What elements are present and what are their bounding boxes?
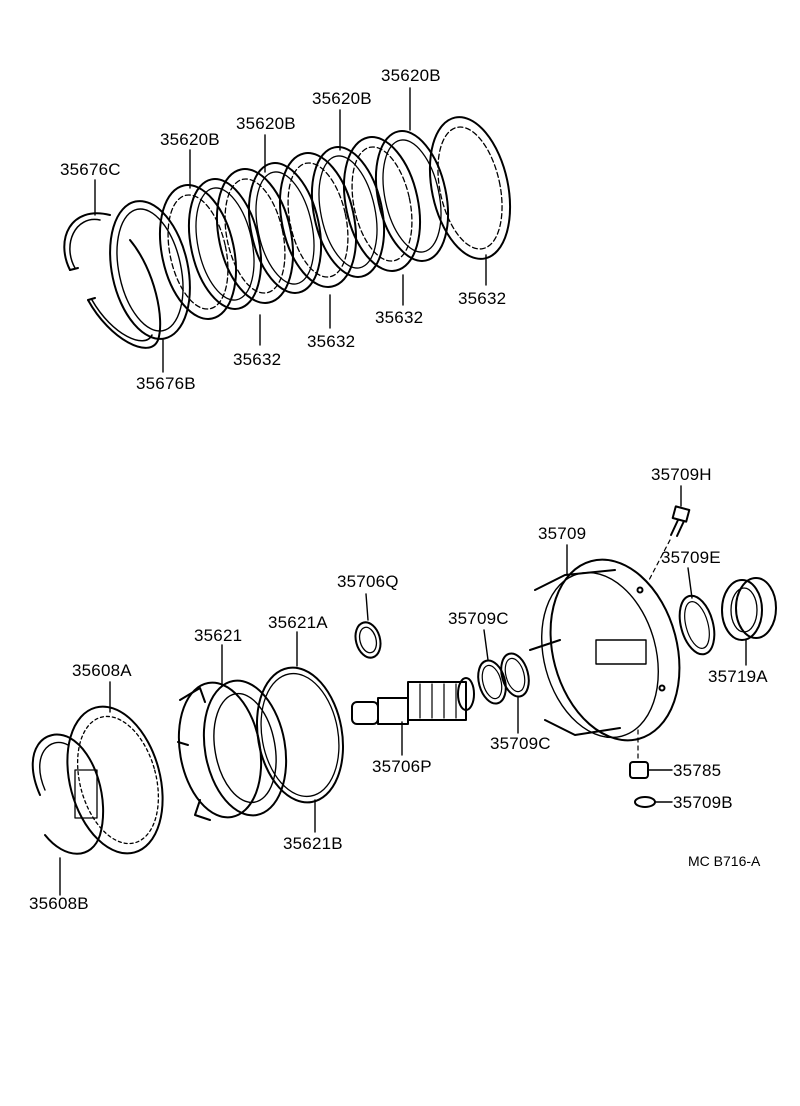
label-35621b: 35621B (283, 834, 343, 853)
label-35620b-1: 35620B (160, 130, 220, 149)
upper-leader-lines (94, 87, 487, 373)
label-35706q: 35706Q (337, 572, 399, 591)
oring-35709b (634, 796, 656, 808)
clutch-plates (159, 116, 512, 320)
label-35621: 35621 (194, 626, 243, 645)
ring-35709c-a (477, 659, 507, 705)
washer-35709e (678, 594, 716, 656)
label-35632-3: 35632 (375, 308, 424, 327)
plug-35785 (629, 761, 649, 779)
bolt-35709h (670, 505, 691, 537)
label-35620b-4: 35620B (381, 66, 441, 85)
label-35620b-2: 35620B (236, 114, 296, 133)
label-35676b: 35676B (136, 374, 196, 393)
ring-35709c-b (500, 652, 530, 698)
label-35719a: 35719A (708, 667, 768, 686)
label-35706p: 35706P (372, 757, 432, 776)
label-35621a: 35621A (268, 613, 328, 632)
label-35709c-bottom: 35709C (490, 734, 551, 753)
label-35785: 35785 (673, 761, 722, 780)
label-35608a: 35608A (72, 661, 132, 680)
label-35709: 35709 (538, 524, 587, 543)
label-35620b-3: 35620B (312, 89, 372, 108)
washer-35621a (255, 666, 345, 804)
ring-35608a (66, 705, 164, 855)
drawing-reference-code: MC B716-A (688, 853, 761, 869)
label-35632-1: 35632 (233, 350, 282, 369)
ring-35706q (354, 621, 382, 659)
label-35676c: 35676C (60, 160, 121, 179)
lower-leader-lines (59, 485, 747, 896)
label-35709b: 35709B (673, 793, 733, 812)
label-35709h: 35709H (651, 465, 712, 484)
snap-ring-35676c (63, 212, 162, 349)
drum-35621 (177, 679, 288, 821)
hub-35719a (721, 577, 777, 641)
shaft-35706p (351, 677, 475, 725)
label-35632-2: 35632 (307, 332, 356, 351)
label-35709c-top: 35709C (448, 609, 509, 628)
label-35632-4: 35632 (458, 289, 507, 308)
housing-35709 (529, 558, 681, 742)
ring-35676b (109, 200, 191, 340)
label-35608b: 35608B (29, 894, 89, 913)
label-35709e: 35709E (661, 548, 721, 567)
